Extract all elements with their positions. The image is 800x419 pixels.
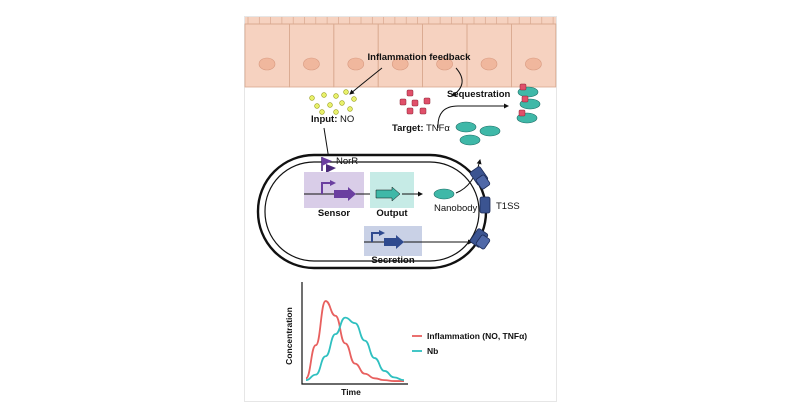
nanobody-icon bbox=[479, 125, 501, 137]
epithelial-cell bbox=[510, 23, 557, 88]
nitric-oxide-dot bbox=[321, 92, 327, 98]
secretion-gene-arrow-icon bbox=[384, 235, 404, 249]
cell-nucleus bbox=[391, 57, 409, 71]
nanobody-icon bbox=[459, 134, 481, 146]
concentration-chart: Time Concentration Inflammation (NO, TNFα)… bbox=[284, 282, 527, 397]
norr-flag-icon bbox=[321, 157, 336, 173]
output-label: Output bbox=[376, 208, 408, 219]
tnf-alpha-square bbox=[411, 99, 419, 107]
tnf-alpha-molecules bbox=[399, 89, 431, 115]
epithelium-layer bbox=[244, 17, 557, 88]
cell-nucleus bbox=[347, 57, 365, 71]
tnf-alpha-square bbox=[521, 95, 529, 103]
t1ss-transporter-icon bbox=[479, 196, 491, 214]
feedback-arrow-right bbox=[451, 67, 463, 97]
legend-label: Nb bbox=[427, 346, 438, 356]
t1ss-label: T1SS bbox=[496, 201, 520, 212]
secretion-promoter-icon bbox=[371, 232, 381, 242]
tnf-alpha-square bbox=[518, 109, 526, 117]
sensor-gene-arrow-icon bbox=[334, 187, 356, 201]
secretion-label: Secretion bbox=[371, 255, 414, 266]
target-label: Target: TNFα bbox=[392, 123, 450, 134]
nitric-oxide-dot bbox=[327, 102, 333, 108]
nitric-oxide-molecules bbox=[309, 89, 357, 115]
nitric-oxide-dot bbox=[333, 109, 339, 115]
x-axis-label: Time bbox=[341, 387, 361, 397]
nitric-oxide-dot bbox=[351, 96, 357, 102]
tnf-alpha-square bbox=[406, 107, 414, 115]
nitric-oxide-dot bbox=[347, 106, 353, 112]
output-gene-arrow-icon bbox=[375, 186, 401, 202]
nitric-oxide-dot bbox=[309, 95, 315, 101]
tnf-alpha-square bbox=[406, 89, 414, 97]
nitric-oxide-dot bbox=[333, 93, 339, 99]
nitric-oxide-dot bbox=[314, 103, 320, 109]
legend-label: Inflammation (NO, TNFα) bbox=[427, 331, 527, 341]
nanobody-tnf-complexes bbox=[516, 83, 541, 124]
input-label: Input: NO bbox=[311, 114, 354, 125]
sensor-label: Sensor bbox=[318, 208, 351, 219]
tnf-alpha-square bbox=[419, 107, 427, 115]
nanobody-label: Nanobody bbox=[434, 203, 478, 214]
y-axis-label: Concentration bbox=[284, 307, 294, 365]
cell-nucleus bbox=[436, 57, 453, 71]
cell-nucleus bbox=[480, 57, 498, 71]
cell-nucleus bbox=[258, 57, 276, 71]
nitric-oxide-dot bbox=[343, 89, 349, 95]
secreted-nanobodies bbox=[455, 121, 501, 146]
feedback-arrow-left bbox=[349, 67, 383, 95]
nitric-oxide-dot bbox=[339, 100, 345, 106]
export-arrow bbox=[455, 159, 482, 194]
cell-nucleus bbox=[525, 57, 542, 71]
nitric-oxide-dot bbox=[319, 109, 325, 115]
inflammation-feedback-label: Inflammation feedback bbox=[368, 52, 472, 63]
tnf-alpha-square bbox=[423, 97, 431, 105]
nanobody-icon bbox=[455, 121, 477, 133]
norr-label: NorR bbox=[336, 156, 358, 167]
nanobody-icon bbox=[433, 188, 455, 200]
tnf-alpha-square bbox=[519, 83, 527, 91]
epithelium-background bbox=[245, 17, 556, 87]
t1ss-transporter-icon bbox=[469, 166, 491, 190]
sensor-promoter-icon bbox=[321, 182, 332, 194]
t1ss-transporter-icon bbox=[469, 228, 491, 250]
sequestration-label: Sequestration bbox=[447, 89, 511, 100]
chart-axes bbox=[301, 282, 408, 385]
series-line-nb bbox=[305, 316, 405, 382]
sequestration-arrow bbox=[437, 103, 509, 129]
cell-nucleus bbox=[303, 57, 320, 71]
tnf-alpha-square bbox=[399, 98, 407, 106]
figure-panel bbox=[244, 16, 557, 402]
series-line-inflammation bbox=[305, 300, 404, 382]
